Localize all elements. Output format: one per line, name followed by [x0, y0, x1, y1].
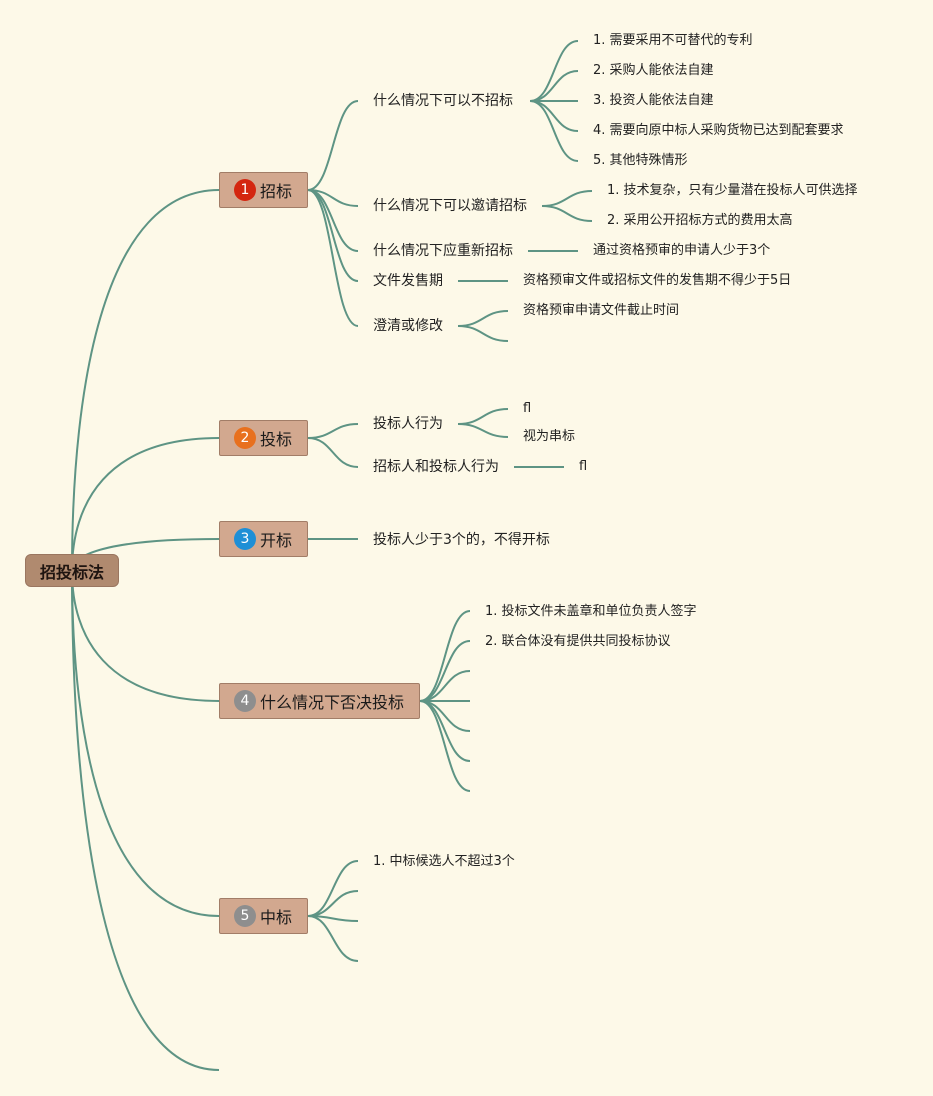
leaf-item[interactable]: fl	[523, 401, 532, 416]
leaf-item[interactable]: 2. 采用公开招标方式的费用太高	[607, 213, 793, 228]
connector	[71, 437, 220, 572]
leaf-item[interactable]: 通过资格预审的申请人少于3个	[593, 243, 771, 258]
connector	[419, 640, 471, 702]
topic-reject-bid[interactable]: 4 什么情况下否决投标	[219, 683, 420, 719]
leaf-item[interactable]: 视为串标	[523, 429, 576, 444]
connector	[529, 40, 579, 102]
badge-1: 1	[234, 179, 256, 201]
leaf-item[interactable]: 2. 联合体没有提供共同投标协议	[485, 634, 671, 649]
connector	[71, 570, 220, 702]
leaf-item[interactable]: 5. 其他特殊情形	[593, 153, 688, 168]
subtopic-both-behavior[interactable]: 招标人和投标人行为	[373, 459, 499, 475]
topic-label: 投标	[260, 430, 293, 449]
connector	[419, 700, 471, 792]
connector	[457, 310, 509, 327]
leaf-item[interactable]: 资格预审申请文件截止时间	[523, 303, 680, 318]
topic-award[interactable]: 5 中标	[219, 898, 308, 934]
badge-2: 2	[234, 427, 256, 449]
connector	[71, 189, 220, 572]
topic-label: 招标	[260, 182, 293, 201]
topic-label: 中标	[260, 908, 293, 927]
leaf-item[interactable]: 1. 中标候选人不超过3个	[373, 854, 515, 869]
root-topic[interactable]: 招投标法	[25, 554, 119, 587]
subtopic-sale-period[interactable]: 文件发售期	[373, 273, 443, 289]
topic-tender[interactable]: 2 投标	[219, 420, 308, 456]
badge-5: 5	[234, 905, 256, 927]
topic-label: 开标	[260, 531, 293, 550]
subtopic-clarify[interactable]: 澄清或修改	[373, 318, 443, 334]
subtopic-rebid[interactable]: 什么情况下应重新招标	[373, 243, 513, 259]
topic-bidding[interactable]: 1 招标	[219, 172, 308, 208]
connector	[307, 915, 359, 962]
connector	[307, 890, 359, 917]
leaf-item[interactable]: 3. 投资人能依法自建	[593, 93, 714, 108]
subtopic-invite-bidding[interactable]: 什么情况下可以邀请招标	[373, 198, 527, 214]
subtopic-opening-rule[interactable]: 投标人少于3个的，不得开标	[373, 532, 550, 548]
leaf-item[interactable]: fl	[579, 459, 588, 474]
badge-4: 4	[234, 690, 256, 712]
connector	[541, 190, 593, 207]
leaf-item[interactable]: 1. 技术复杂，只有少量潜在投标人可供选择	[607, 183, 858, 198]
leaf-item[interactable]: 4. 需要向原中标人采购货物已达到配套要求	[593, 123, 844, 138]
connector	[307, 437, 359, 468]
connector	[307, 860, 359, 917]
connector	[529, 100, 579, 162]
connector	[529, 100, 579, 132]
connector	[419, 700, 471, 762]
topic-opening[interactable]: 3 开标	[219, 521, 308, 557]
connector	[419, 610, 471, 702]
connector	[307, 189, 359, 327]
connector	[529, 70, 579, 102]
connector	[307, 189, 359, 282]
connector	[71, 570, 220, 917]
root-label: 招投标法	[39, 562, 104, 582]
connector	[307, 100, 359, 191]
leaf-item[interactable]: 1. 投标文件未盖章和单位负责人签字	[485, 604, 697, 619]
leaf-item[interactable]: 资格预审文件或招标文件的发售期不得少于5日	[523, 273, 792, 288]
connector	[541, 205, 593, 222]
leaf-item[interactable]: 2. 采购人能依法自建	[593, 63, 714, 78]
topic-label: 什么情况下否决投标	[260, 693, 405, 712]
badge-3: 3	[234, 528, 256, 550]
connector	[457, 325, 509, 342]
leaf-item[interactable]: 1. 需要采用不可替代的专利	[593, 33, 753, 48]
connector	[457, 408, 509, 425]
connector	[71, 570, 220, 1071]
connector	[307, 423, 359, 439]
subtopic-bidder-behavior[interactable]: 投标人行为	[373, 416, 443, 432]
subtopic-no-bidding[interactable]: 什么情况下可以不招标	[373, 93, 513, 109]
connector	[457, 423, 509, 438]
